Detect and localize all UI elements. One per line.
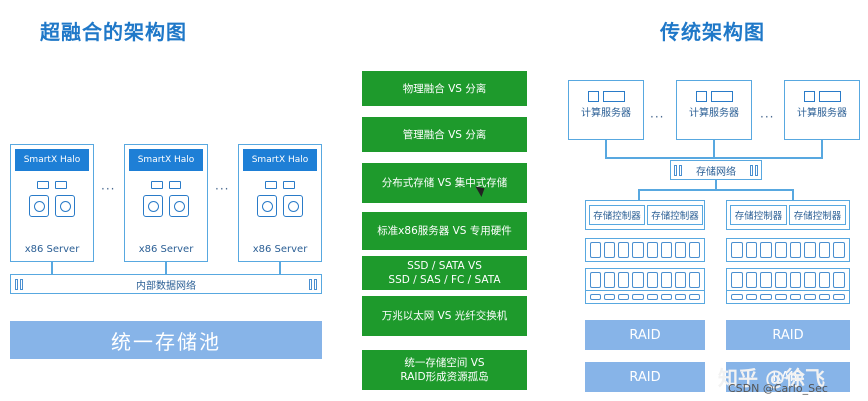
servers-ellipsis: ··· <box>760 110 775 124</box>
connector <box>279 262 281 274</box>
disk-icon <box>55 195 75 217</box>
connector <box>792 189 794 201</box>
memory-icon <box>283 181 295 189</box>
comparison-item: SSD / SATA VS SSD / SAS / FC / SATA <box>362 256 527 290</box>
connector <box>165 262 167 274</box>
memory-icon <box>55 181 67 189</box>
comparison-text: 统一存储空间 VS <box>404 357 485 369</box>
disk-icon <box>29 195 49 217</box>
node-head: SmartX Halo <box>243 149 317 171</box>
internal-network-label: 内部数据网络 <box>136 280 196 292</box>
hci-node-2: SmartX Halo x86 Server <box>124 144 208 262</box>
compute-server-1: 计算服务器 <box>568 80 644 140</box>
node-head: SmartX Halo <box>129 149 203 171</box>
hci-node-3: SmartX Halo x86 Server <box>238 144 322 262</box>
drive-shelf <box>726 268 850 292</box>
drive-shelf <box>726 290 850 304</box>
comparison-item: 管理融合 VS 分离 <box>362 117 527 152</box>
comparison-text: SSD / SATA VS <box>407 260 482 272</box>
drive-shelf <box>726 238 850 262</box>
comparison-text: 万兆以太网 VS 光纤交换机 <box>381 310 508 322</box>
connector <box>605 157 823 159</box>
node-foot: x86 Server <box>252 244 308 255</box>
right-title: 传统架构图 <box>660 20 765 44</box>
drive-shelf <box>585 238 705 262</box>
storage-controller: 存储控制器 <box>589 205 645 225</box>
memory-icon <box>818 91 841 102</box>
cpu-icon <box>151 181 163 189</box>
hci-node-1: SmartX Halo x86 Server <box>10 144 94 262</box>
comparison-item: 标准x86服务器 VS 专用硬件 <box>362 212 527 250</box>
memory-icon <box>602 91 625 102</box>
port-icon <box>15 279 23 290</box>
disk-icon <box>143 195 163 217</box>
compute-server-3: 计算服务器 <box>784 80 860 140</box>
cpu-icon <box>695 91 707 102</box>
comparison-text: RAID形成资源孤岛 <box>400 371 489 383</box>
comparison-text: 物理融合 VS 分离 <box>402 82 487 95</box>
servers-ellipsis: ··· <box>650 110 665 124</box>
connector <box>821 140 823 158</box>
raid-block: RAID <box>726 362 850 392</box>
comparison-text: 标准x86服务器 VS 专用硬件 <box>377 225 512 237</box>
node-foot: x86 Server <box>138 244 194 255</box>
raid-block: RAID <box>726 320 850 350</box>
drive-shelf <box>585 268 705 292</box>
port-icon <box>750 165 758 176</box>
memory-icon <box>169 181 181 189</box>
compute-server-2: 计算服务器 <box>676 80 752 140</box>
port-icon <box>309 279 317 290</box>
drive-shelf <box>585 290 705 304</box>
storage-controller: 存储控制器 <box>730 205 787 225</box>
connector <box>638 189 794 191</box>
connector <box>715 180 717 190</box>
storage-controller: 存储控制器 <box>789 205 846 225</box>
server-label: 计算服务器 <box>797 108 847 119</box>
storage-controller: 存储控制器 <box>647 205 703 225</box>
nodes-ellipsis: ··· <box>215 182 230 196</box>
memory-icon <box>710 91 733 102</box>
left-title: 超融合的架构图 <box>40 20 187 44</box>
disk-icon <box>257 195 277 217</box>
watermark: 知乎 @徐飞 <box>718 366 825 390</box>
connector <box>605 140 607 158</box>
raid-block: RAID <box>585 320 705 350</box>
comparison-item: 分布式存储 VS 集中式存储 <box>362 163 527 203</box>
server-label: 计算服务器 <box>581 108 631 119</box>
disk-icon <box>283 195 303 217</box>
nodes-ellipsis: ··· <box>101 182 116 196</box>
comparison-item: 物理融合 VS 分离 <box>362 71 527 106</box>
comparison-text: SSD / SAS / FC / SATA <box>388 274 501 286</box>
connector <box>638 189 640 201</box>
comparison-item: 统一存储空间 VS RAID形成资源孤岛 <box>362 350 527 390</box>
connector <box>713 140 715 158</box>
port-icon <box>674 165 682 176</box>
comparison-text: 管理融合 VS 分离 <box>402 128 487 141</box>
node-head: SmartX Halo <box>15 149 89 171</box>
server-label: 计算服务器 <box>689 108 739 119</box>
connector <box>51 262 53 274</box>
comparison-text: 分布式存储 VS 集中式存储 <box>381 177 508 189</box>
internal-network-bar: 内部数据网络 <box>10 274 322 294</box>
cpu-icon <box>803 91 815 102</box>
cpu-icon <box>37 181 49 189</box>
csdn-watermark: CSDN @Carlo_Sec <box>728 382 828 395</box>
cpu-icon <box>587 91 599 102</box>
comparison-item: 万兆以太网 VS 光纤交换机 <box>362 296 527 336</box>
disk-icon <box>169 195 189 217</box>
cpu-icon <box>265 181 277 189</box>
storage-network-label: 存储网络 <box>696 166 736 178</box>
raid-block: RAID <box>585 362 705 392</box>
storage-network-bar: 存储网络 <box>670 160 762 180</box>
unified-storage-pool: 统一存储池 <box>10 321 322 359</box>
node-foot: x86 Server <box>24 244 80 255</box>
